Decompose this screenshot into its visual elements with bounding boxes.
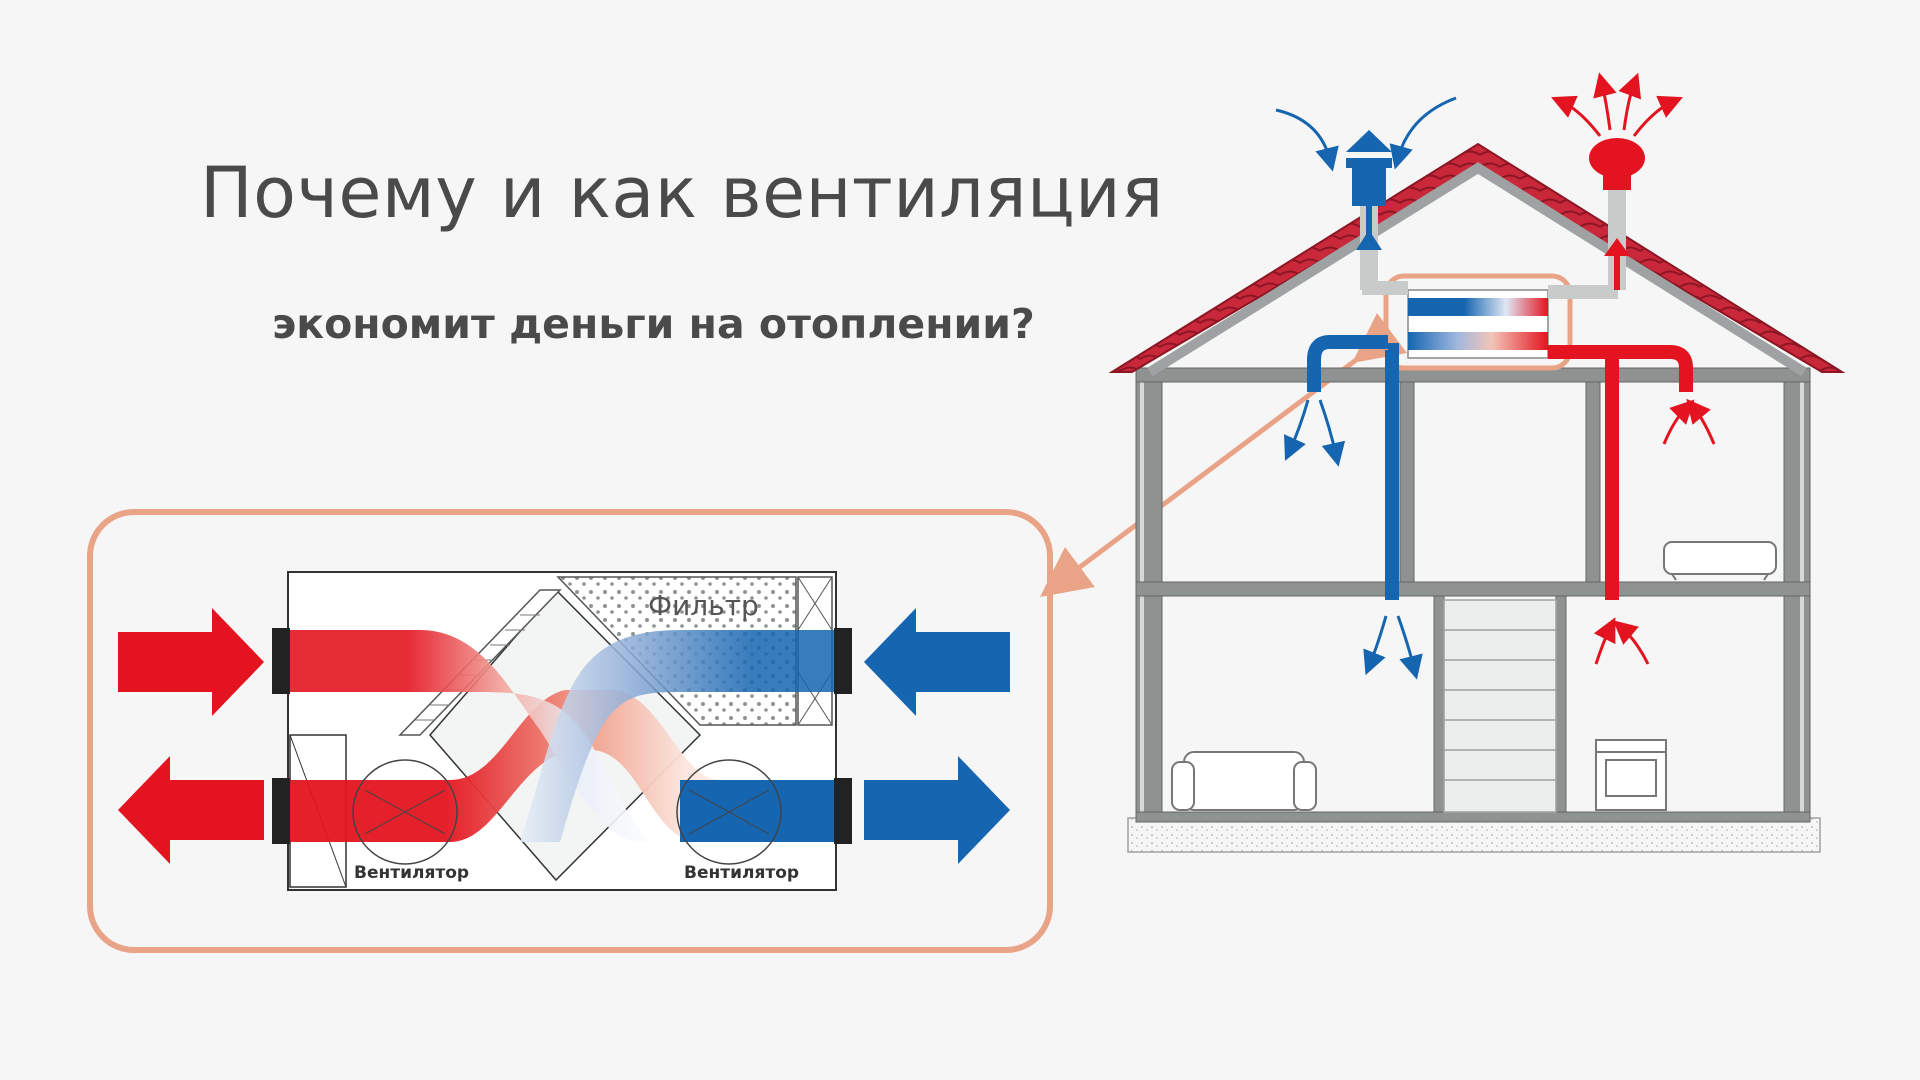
sofa [1171, 751, 1317, 811]
flange-bottom-right [834, 778, 852, 844]
cold-air-in-arrow [864, 608, 1010, 716]
warm-flow-arrows [1551, 72, 1716, 665]
zoom-connector [1040, 313, 1407, 597]
supply-air-warm-stream [272, 630, 660, 842]
warm-ducts [1548, 138, 1693, 600]
flange-top-left [272, 628, 290, 694]
fan-right [676, 759, 782, 865]
attic-unit-highlight [1383, 273, 1573, 371]
page-subtitle: экономит деньги на отоплении? [272, 300, 1035, 348]
filter-label: Фильтр [648, 589, 759, 622]
cold-ducts [1307, 130, 1408, 600]
exhaust-out-cold [680, 780, 850, 842]
staircase [1443, 599, 1557, 813]
page-title: Почему и как вентиляция [200, 152, 1164, 234]
attic-heat-recovery-unit [1407, 289, 1549, 359]
ground-floor [1135, 811, 1811, 823]
stove [1595, 739, 1667, 811]
detail-frame [87, 509, 1053, 953]
warm-air-out-arrow [118, 756, 264, 864]
fan-left-label: Вентилятор [354, 863, 469, 883]
heat-recovery-unit-detail: Фильтр Вентилятор Вентилятор [87, 509, 1053, 953]
bathtub [1663, 541, 1777, 581]
fresh-air-cold-stream [520, 630, 850, 842]
cold-flow-arrows [1275, 96, 1457, 680]
flange-bottom-left [272, 778, 290, 844]
second-floor [1135, 581, 1811, 597]
fan-left [352, 759, 458, 865]
warm-air-in-arrow [118, 608, 264, 716]
house-illustration [1108, 72, 1846, 853]
flange-top-right [834, 628, 852, 694]
cold-air-out-arrow [864, 756, 1010, 864]
roof [1108, 142, 1846, 373]
roof-truss [1147, 162, 1807, 377]
fan-right-label: Вентилятор [684, 863, 799, 883]
foundation [1127, 817, 1821, 853]
